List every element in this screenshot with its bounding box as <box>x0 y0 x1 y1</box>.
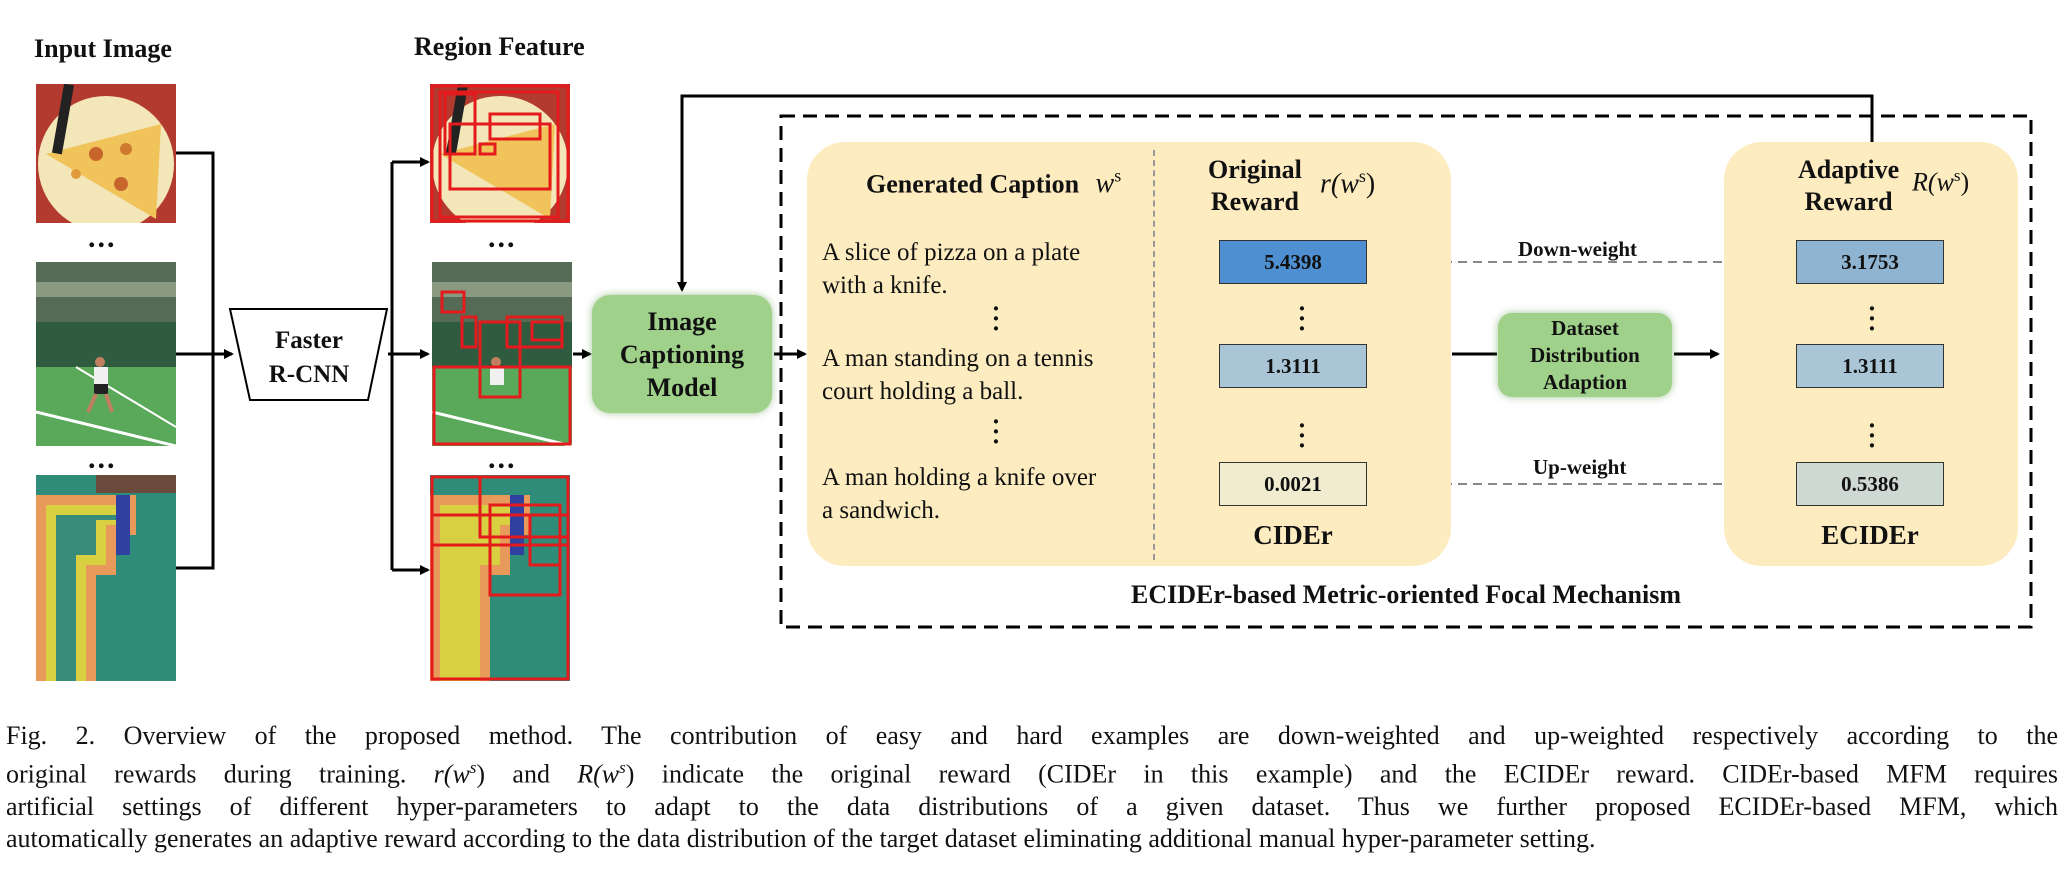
pizza-photo <box>36 84 176 223</box>
original-reward-symbol: r(ws) <box>1320 166 1376 200</box>
dda-label-line3: Adaption <box>1542 369 1628 394</box>
sandwich-region-boxes <box>430 475 570 681</box>
original-reward-value-2: 1.3111 <box>1219 344 1367 388</box>
original-reward-header: Original Reward <box>1208 154 1302 218</box>
adaptive-vdots-1: ··· <box>1867 294 1877 343</box>
sandwich-region-photo <box>430 475 570 681</box>
region-boxes <box>430 84 570 223</box>
adaptive-reward-header: Adaptive Reward <box>1798 154 1899 218</box>
original-reward-title-line2: Reward <box>1210 187 1299 216</box>
region-image-pizza <box>430 84 570 223</box>
region-ellipsis-1: ... <box>488 221 517 254</box>
tennis-region-photo <box>432 262 572 446</box>
reward-vdots-1: ··· <box>1297 294 1307 343</box>
input-ellipsis-2: ... <box>88 442 117 475</box>
down-weight-label: Down-weight <box>1518 237 1637 261</box>
generated-caption-symbol: ws <box>1095 166 1122 200</box>
dda-label-line1: Dataset <box>1551 315 1619 340</box>
input-image-sandwich <box>36 475 176 681</box>
model-label-line2: Captioning <box>619 339 745 369</box>
caption-3-line1: A man holding a knife over <box>822 464 1097 491</box>
region-ellipsis-2: ... <box>488 442 517 475</box>
input-to-detector-arrows <box>176 151 234 570</box>
caption-3: A man holding a knife over a sandwich. <box>822 461 1096 527</box>
region-image-sandwich <box>430 475 570 681</box>
dataset-distribution-adaption-box: Dataset Distribution Adaption <box>1498 313 1672 397</box>
input-ellipsis-1: ... <box>88 221 117 254</box>
caption-3-line2: a sandwich. <box>822 497 941 524</box>
generated-caption-title: Generated Caption <box>866 169 1080 199</box>
mechanism-dashed-border <box>779 114 2033 629</box>
model-label-line3: Model <box>646 372 718 402</box>
adaptive-reward-value-1: 3.1753 <box>1796 240 1944 284</box>
model-label-line1: Image <box>647 306 717 336</box>
region-feature-header: Region Feature <box>414 32 585 61</box>
faster-rcnn-label-line2: R-CNN <box>268 361 350 388</box>
faster-rcnn-label-line1: Faster <box>274 327 344 354</box>
reward-vdots-2: ··· <box>1297 411 1307 460</box>
dda-label-line2: Distribution <box>1530 342 1640 367</box>
tennis-region-boxes <box>432 290 572 446</box>
generated-caption-header: Generated Caption ws <box>866 166 1121 200</box>
original-reward-value-3: 0.0021 <box>1219 462 1367 506</box>
input-image-tennis <box>36 262 176 446</box>
panel-divider <box>1153 150 1155 560</box>
figure-caption-line3: artificial settings of different hyper-p… <box>6 791 2058 821</box>
figure-caption-line2: original rewards during training. r(ws) … <box>6 758 2058 789</box>
caption-2-line1: A man standing on a tennis <box>822 345 1094 372</box>
input-image-pizza <box>36 84 176 223</box>
figure-caption-line1: Fig. 2. Overview of the proposed method.… <box>6 721 2058 750</box>
adaptive-reward-title-line1: Adaptive <box>1798 155 1900 184</box>
caption-vdots-2: ··· <box>991 407 1001 456</box>
up-weight-label: Up-weight <box>1533 455 1627 479</box>
sandwich-photo <box>36 475 176 681</box>
region-image-tennis <box>432 262 572 446</box>
original-reward-title-line1: Original <box>1208 155 1302 184</box>
caption-1-line2: with a knife. <box>822 272 948 299</box>
feedback-loop-arrow <box>677 94 1874 292</box>
input-image-header: Input Image <box>34 34 172 63</box>
adaptive-vdots-2: ··· <box>1867 411 1877 460</box>
cider-label: CIDEr <box>1253 520 1333 550</box>
image-captioning-model-box: Image Captioning Model <box>592 295 772 413</box>
caption-2-line2: court holding a ball. <box>822 378 1024 405</box>
pizza-region-photo <box>430 84 570 223</box>
figure-caption: Fig. 2. Overview of the proposed method.… <box>6 720 2058 855</box>
ecider-label: ECIDEr <box>1821 520 1919 550</box>
original-reward-value-1: 5.4398 <box>1219 240 1367 284</box>
mechanism-label: ECIDEr-based Metric-oriented Focal Mecha… <box>1131 580 1681 609</box>
caption-vdots-1: ··· <box>991 294 1001 343</box>
adaptive-reward-symbol: R(ws) <box>1912 166 1970 197</box>
caption-1: A slice of pizza on a plate with a knife… <box>822 236 1080 302</box>
adaptive-reward-title-line2: Reward <box>1804 187 1893 216</box>
faster-rcnn-label: Faster R-CNN <box>250 324 368 392</box>
tennis-photo <box>36 262 176 446</box>
adaptive-reward-value-3: 0.5386 <box>1796 462 1944 506</box>
figure-caption-line4: automatically generates an adaptive rewa… <box>6 823 1596 853</box>
adaptive-reward-value-2: 1.3111 <box>1796 344 1944 388</box>
caption-2: A man standing on a tennis court holding… <box>822 342 1094 408</box>
caption-1-line1: A slice of pizza on a plate <box>822 239 1081 266</box>
detector-to-region-arrows <box>388 157 430 575</box>
